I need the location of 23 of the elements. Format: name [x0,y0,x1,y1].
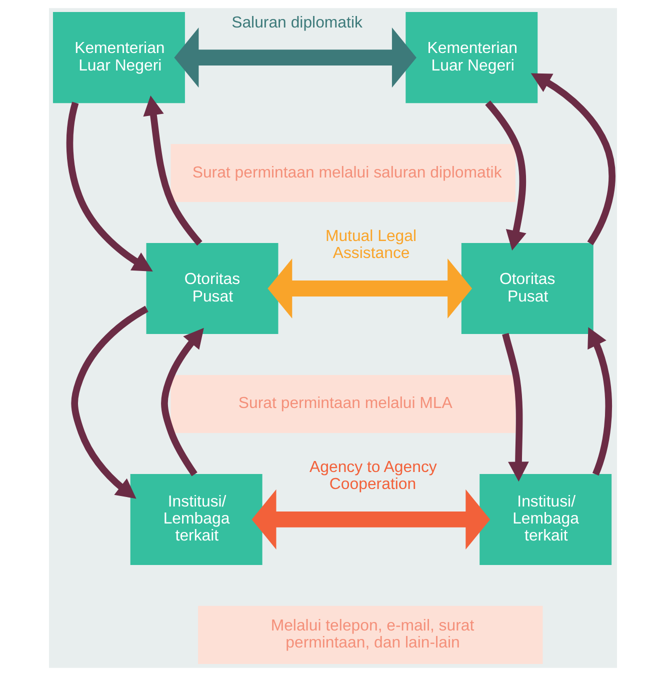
node-box: Kementerian Luar Negeri [52,12,184,104]
node-box: Institusi/ Lembaga terkait [130,474,262,565]
arrow [251,489,490,550]
node-box: Surat permintaan melalui MLA [170,374,515,433]
arrow [267,258,472,319]
edge-label: Saluran diplomatik [231,14,362,32]
arrow [587,327,612,476]
arrow [142,96,202,246]
arrow [66,102,152,272]
node-box: Institusi/ Lembaga terkait [479,474,612,565]
node-box: Otoritas Pusat [460,243,593,334]
node-box: Surat permintaan melalui saluran diplomatik [170,144,515,202]
node-box: Otoritas Pusat [146,243,278,334]
node-box: Melalui telepon, e-mail, surat permintaan, dan lain-lain [198,606,542,664]
arrow [174,28,416,88]
arrow [484,100,526,251]
arrow [530,73,615,246]
edge-label: Mutual Legal Assistance [324,228,416,262]
arrow [502,332,528,482]
edge-label: Agency to Agency Cooperation [309,458,436,493]
node-box: Kementerian Luar Negeri [405,12,538,104]
arrow [70,306,148,499]
arrow [160,328,204,476]
